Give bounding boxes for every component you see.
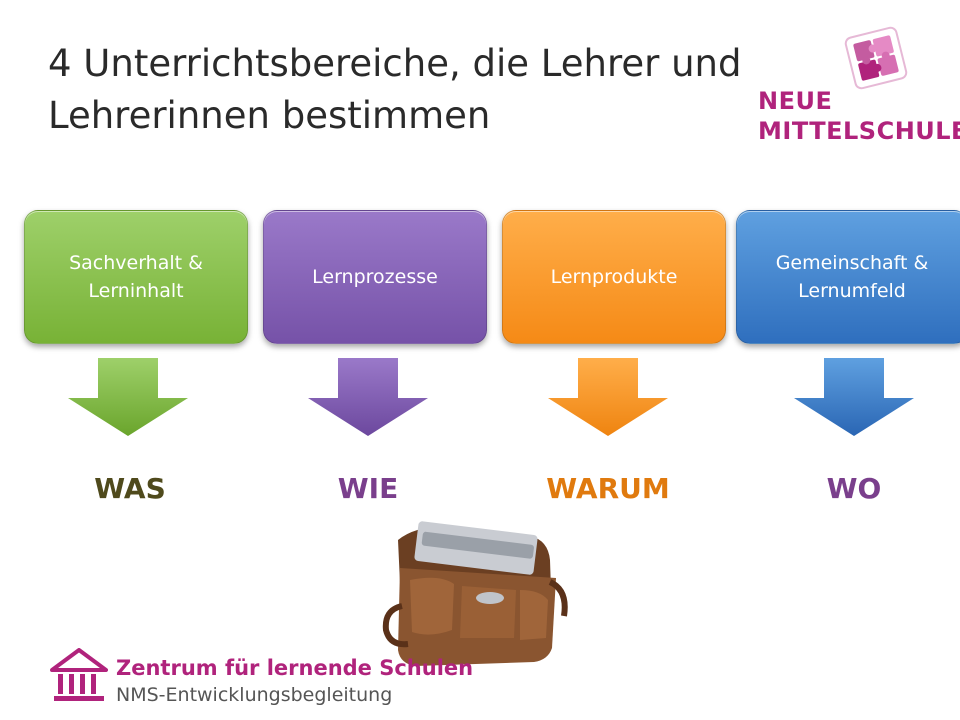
puzzle-icon — [844, 26, 908, 90]
nms-line-2: MITTELSCHULE — [758, 117, 960, 145]
neue-mittelschule-wordmark: NEUE MITTELSCHULE — [758, 86, 960, 146]
area-box-gemeinschaft: Gemeinschaft & Lernumfeld — [736, 210, 960, 344]
area-box-lernprozesse: Lernprozesse — [263, 210, 487, 344]
neue-mittelschule-logo: NEUE MITTELSCHULE — [750, 22, 960, 152]
nms-line-1: NEUE — [758, 87, 833, 115]
area-box-label: Lernprodukte — [550, 266, 678, 288]
down-arrow-orange-icon — [548, 358, 668, 436]
zentrum-subtitle: NMS-Entwicklungsbegleitung — [116, 684, 393, 706]
slide-title-line-2: Lehrerinnen bestimmen — [48, 94, 491, 137]
briefcase-icon — [382, 521, 568, 666]
down-arrow-purple-icon — [308, 358, 428, 436]
zentrum-title: Zentrum für lernende Schulen — [116, 656, 474, 680]
area-box-sachverhalt: Sachverhalt & Lerninhalt — [24, 210, 248, 344]
zentrum-logo: Zentrum für lernende Schulen NMS-Entwick… — [50, 648, 473, 710]
keyword-was: WAS — [94, 472, 166, 505]
down-arrow-green-icon — [68, 358, 188, 436]
area-box-label: Gemeinschaft & — [775, 252, 929, 274]
area-box-label: Lerninhalt — [88, 280, 184, 302]
area-box-label: Sachverhalt & — [69, 252, 203, 274]
slide-title-line-1: 4 Unterrichtsbereiche, die Lehrer und — [48, 42, 742, 85]
building-icon — [50, 648, 108, 701]
keyword-wie: WIE — [337, 472, 399, 505]
keyword-warum: WARUM — [546, 472, 670, 505]
area-box-label: Lernprozesse — [312, 266, 438, 288]
down-arrow-blue-icon — [794, 358, 914, 436]
slide-title: 4 Unterrichtsbereiche, die Lehrer und Le… — [48, 38, 808, 142]
keyword-wo: WO — [826, 472, 882, 505]
area-box-lernprodukte: Lernprodukte — [502, 210, 726, 344]
area-box-label: Lernumfeld — [798, 280, 906, 302]
